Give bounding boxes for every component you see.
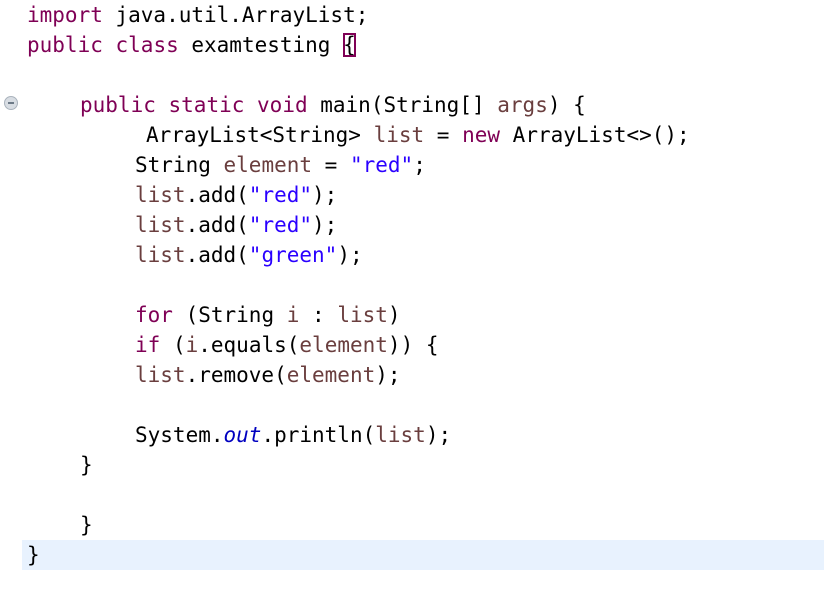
code-token — [103, 33, 116, 57]
code-token: .remove( — [185, 363, 287, 387]
code-token: .equals( — [198, 333, 300, 357]
code-line[interactable]: import java.util.ArrayList; — [0, 0, 824, 30]
code-token: ( — [160, 333, 186, 357]
code-token: if — [135, 333, 161, 357]
code-token: ); — [425, 423, 452, 447]
code-token: main(String[] — [307, 93, 498, 117]
matching-bracket-highlight: { — [343, 33, 356, 57]
code-token: = — [312, 153, 350, 177]
code-token: .add( — [185, 243, 249, 267]
code-token: ArrayList<String> — [146, 123, 374, 147]
code-token: .add( — [185, 183, 249, 207]
code-token: } — [80, 453, 93, 477]
code-token: element — [286, 363, 376, 387]
code-token: } — [27, 543, 40, 567]
code-token: ) — [387, 303, 401, 327]
code-token: "red" — [349, 153, 414, 177]
code-token: list — [373, 123, 425, 147]
code-token: System. — [135, 423, 224, 447]
code-token: : — [299, 303, 338, 327]
code-token: out — [223, 423, 262, 447]
code-token: )) { — [387, 333, 439, 357]
code-token: import — [27, 3, 103, 27]
code-token: list — [375, 423, 426, 447]
code-token: java.util.ArrayList; — [102, 3, 369, 27]
code-token: .add( — [185, 213, 249, 237]
code-line[interactable]: list.add("red"); — [0, 210, 824, 240]
code-token: examtesting — [178, 33, 344, 57]
code-line[interactable]: ArrayList<String> list = new ArrayList<>… — [0, 120, 824, 150]
code-token: ); — [337, 243, 363, 267]
code-token: "red" — [248, 213, 313, 237]
code-token — [156, 93, 169, 117]
code-token: i — [286, 303, 300, 327]
code-token: (String — [172, 303, 287, 327]
code-token: "green" — [248, 243, 338, 267]
code-token: list — [135, 243, 186, 267]
fold-collapse-icon[interactable] — [4, 96, 18, 110]
code-line[interactable]: public static void main(String[] args) { — [0, 90, 824, 120]
code-token: ); — [312, 183, 338, 207]
code-line[interactable]: list.remove(element); — [0, 360, 824, 390]
code-line[interactable]: if (i.equals(element)) { — [0, 330, 824, 360]
code-token: ) { — [547, 93, 586, 117]
code-line[interactable]: list.add("red"); — [0, 180, 824, 210]
code-token: list — [135, 363, 186, 387]
code-line[interactable] — [0, 270, 824, 300]
code-line[interactable]: } — [0, 510, 824, 540]
code-token: args — [497, 93, 548, 117]
code-token: public — [80, 93, 156, 117]
code-token: .println( — [261, 423, 376, 447]
code-token: new — [462, 123, 501, 147]
code-token: "red" — [248, 183, 313, 207]
code-token: = — [424, 123, 463, 147]
code-line[interactable]: for (String i : list) — [0, 300, 824, 330]
code-line[interactable]: String element = "red"; — [0, 150, 824, 180]
code-token: String — [135, 153, 224, 177]
code-line[interactable]: list.add("green"); — [0, 240, 824, 270]
code-line[interactable]: } — [0, 450, 824, 480]
code-token: static — [168, 93, 245, 117]
code-line[interactable]: } — [22, 540, 824, 570]
code-token: } — [80, 513, 93, 537]
code-line[interactable] — [0, 60, 824, 90]
code-token: i — [185, 333, 199, 357]
code-line[interactable]: public class examtesting { — [0, 30, 824, 60]
code-line[interactable]: System.out.println(list); — [0, 420, 824, 450]
code-token: list — [135, 183, 186, 207]
code-token: for — [135, 303, 173, 327]
code-token: ; — [413, 153, 426, 177]
code-token — [244, 93, 257, 117]
code-token: class — [115, 33, 179, 57]
code-token: ArrayList<>(); — [500, 123, 690, 147]
code-token: element — [223, 153, 313, 177]
code-token: ); — [375, 363, 401, 387]
code-token: ); — [312, 213, 338, 237]
code-token: public — [27, 33, 103, 57]
code-line[interactable] — [0, 390, 824, 420]
code-token: list — [135, 213, 186, 237]
code-token: element — [299, 333, 388, 357]
code-line[interactable] — [0, 480, 824, 510]
code-token: void — [257, 93, 308, 117]
code-token: list — [337, 303, 388, 327]
